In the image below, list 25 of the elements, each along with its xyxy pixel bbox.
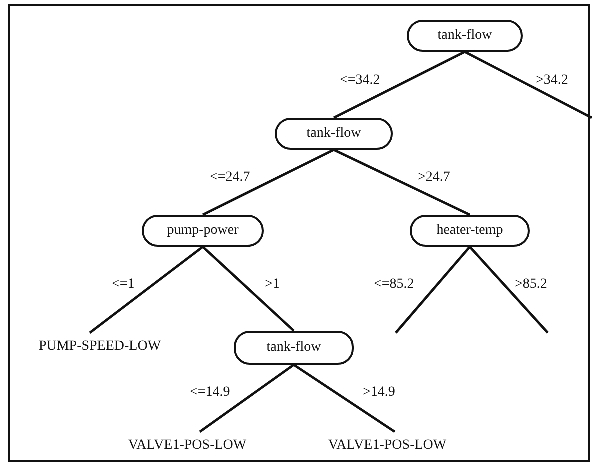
- branch-line: [469, 246, 549, 334]
- branch-line: [395, 246, 471, 334]
- edge-label: <=24.7: [210, 170, 250, 186]
- branch-line: [202, 148, 335, 216]
- edge-label: <=14.9: [190, 385, 230, 401]
- branch-line: [89, 246, 204, 334]
- edge-label: >34.2: [536, 73, 568, 89]
- branch-line: [199, 364, 295, 434]
- branch-line: [293, 364, 396, 434]
- edge-label: <=85.2: [374, 277, 414, 293]
- decision-node: tank-flow: [234, 331, 354, 365]
- edge-label: >24.7: [418, 170, 450, 186]
- decision-node: heater-temp: [410, 215, 530, 247]
- decision-node: tank-flow: [275, 118, 393, 150]
- branch-line: [333, 148, 471, 216]
- edge-label: <=1: [112, 277, 135, 293]
- decision-node: tank-flow: [407, 20, 523, 52]
- branch-line: [464, 50, 593, 120]
- edge-label: >1: [265, 277, 280, 293]
- branch-line: [333, 50, 466, 120]
- decision-node: pump-power: [142, 215, 264, 247]
- branch-line: [202, 246, 295, 332]
- edge-label: >14.9: [363, 385, 396, 401]
- edge-label: <=34.2: [340, 73, 380, 89]
- edge-label: >85.2: [515, 277, 548, 293]
